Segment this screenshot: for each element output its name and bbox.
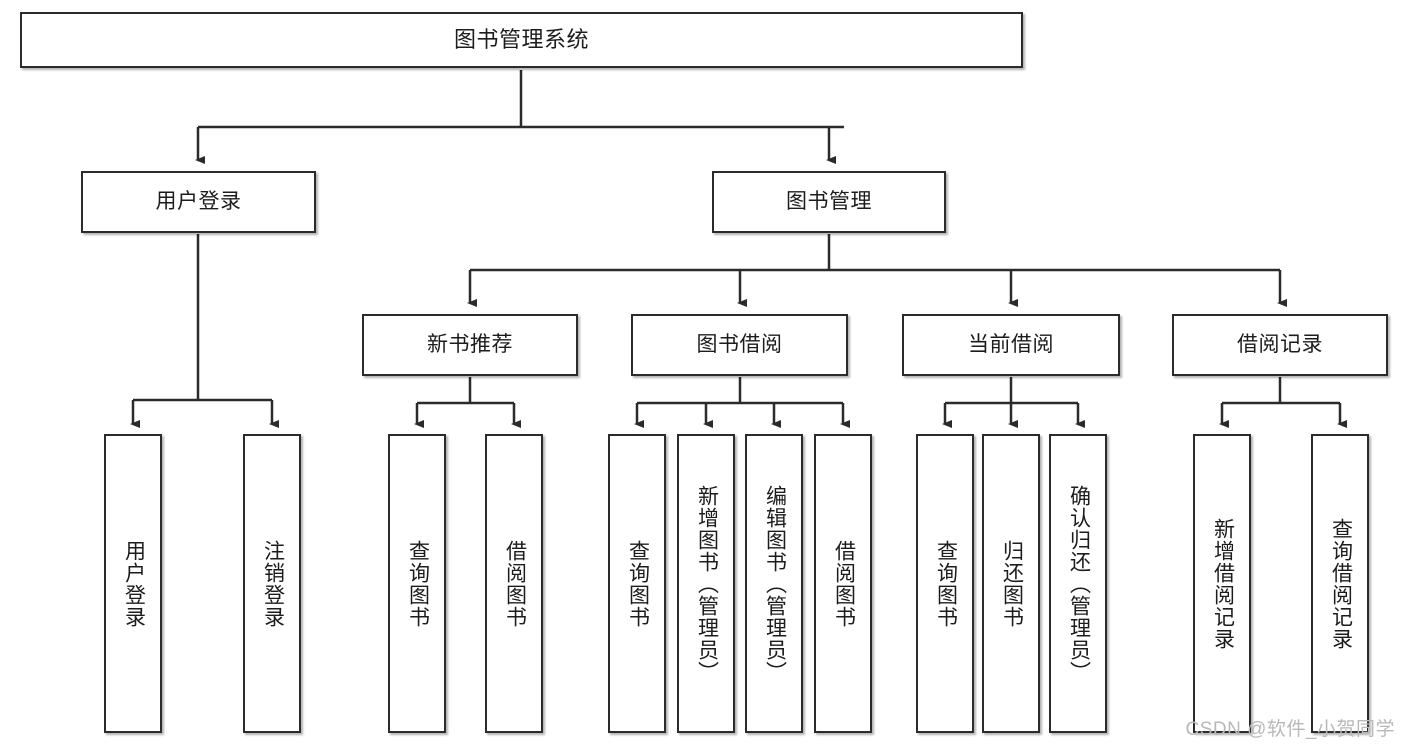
node-book-borrow[interactable]: 图书借阅 — [631, 314, 848, 376]
node-label: 归还图书 — [1000, 539, 1024, 628]
leaf-query-book-borrow[interactable]: 查询图书 — [608, 434, 666, 733]
leaf-logout[interactable]: 注销登录 — [243, 434, 301, 733]
node-label: 借阅图书 — [503, 539, 527, 628]
node-label: 编辑图书（管理员） — [763, 484, 787, 683]
node-label: 查询借阅记录 — [1329, 517, 1353, 650]
node-label: 新增借阅记录 — [1211, 517, 1235, 650]
node-book-management[interactable]: 图书管理 — [712, 171, 946, 233]
leaf-add-borrow-record[interactable]: 新增借阅记录 — [1193, 434, 1251, 733]
node-current-borrow[interactable]: 当前借阅 — [902, 314, 1120, 376]
node-label: 注销登录 — [261, 539, 285, 628]
leaf-query-book-recommend[interactable]: 查询图书 — [388, 434, 446, 733]
leaf-edit-book-admin[interactable]: 编辑图书（管理员） — [745, 434, 803, 733]
leaf-borrow-book-recommend[interactable]: 借阅图书 — [485, 434, 543, 733]
node-new-book-recommend[interactable]: 新书推荐 — [362, 314, 578, 376]
node-label: 查询图书 — [626, 539, 650, 628]
node-label: 用户登录 — [122, 539, 146, 628]
node-label: 用户登录 — [155, 189, 242, 213]
node-label: 当前借阅 — [968, 332, 1054, 356]
node-label: 查询图书 — [934, 539, 958, 628]
node-label: 查询图书 — [406, 539, 430, 628]
node-label: 新增图书（管理员） — [695, 484, 719, 683]
node-label: 图书管理 — [786, 189, 872, 213]
watermark-text: CSDN @软件_小贺同学 — [1185, 719, 1395, 740]
leaf-return-book[interactable]: 归还图书 — [982, 434, 1040, 733]
leaf-query-book-current[interactable]: 查询图书 — [916, 434, 974, 733]
leaf-add-book-admin[interactable]: 新增图书（管理员） — [677, 434, 735, 733]
node-label: 图书管理系统 — [453, 27, 589, 53]
node-label: 借阅图书 — [832, 539, 856, 628]
leaf-user-login[interactable]: 用户登录 — [104, 434, 162, 733]
node-user-login[interactable]: 用户登录 — [81, 171, 316, 233]
leaf-borrow-book[interactable]: 借阅图书 — [814, 434, 872, 733]
node-label: 图书借阅 — [696, 332, 783, 356]
leaf-confirm-return-admin[interactable]: 确认归还（管理员） — [1049, 434, 1107, 733]
node-label: 新书推荐 — [427, 332, 513, 356]
leaf-query-borrow-record[interactable]: 查询借阅记录 — [1311, 434, 1369, 733]
node-label: 确认归还（管理员） — [1067, 484, 1091, 683]
node-label: 借阅记录 — [1237, 332, 1323, 356]
node-borrow-record[interactable]: 借阅记录 — [1172, 314, 1388, 376]
node-root-system[interactable]: 图书管理系统 — [20, 12, 1023, 68]
